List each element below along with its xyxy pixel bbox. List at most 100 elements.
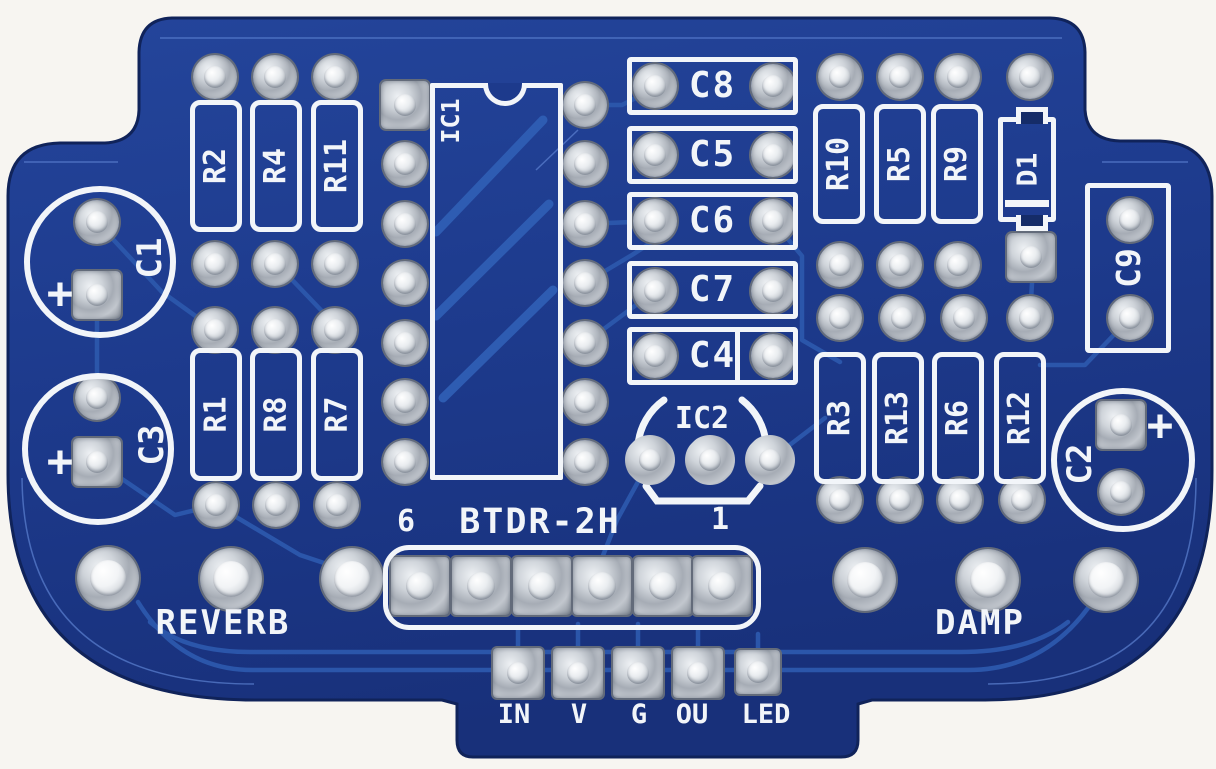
through-hole-pad — [383, 321, 427, 365]
pot-pad — [834, 549, 896, 611]
resistor-outline-r4: R4 — [250, 100, 302, 232]
diode-outline-d1: D1 — [998, 107, 1056, 231]
ic2-octagon-pad — [685, 435, 735, 485]
through-hole-pad — [818, 296, 862, 340]
through-hole-pad — [253, 55, 297, 99]
cap-label-c1: C1 — [130, 237, 170, 279]
resistor-outline-r12: R12 — [994, 352, 1046, 484]
through-hole-pad — [751, 199, 795, 243]
through-hole-pad — [1000, 478, 1044, 522]
pot-label-reverb: REVERB — [155, 603, 291, 643]
through-hole-pad — [878, 243, 922, 287]
pot-label-damp: DAMP — [935, 603, 1025, 643]
cap-label-c9: C9 — [1108, 248, 1148, 288]
through-hole-pad — [878, 55, 922, 99]
through-hole-pad — [563, 83, 607, 127]
through-hole-pad — [383, 202, 427, 246]
resistor-label: R7 — [319, 396, 354, 433]
c3-plus-mark: + — [46, 436, 74, 487]
pour-outline-lines — [21, 37, 1197, 685]
resistor-outline-r3: R3 — [814, 352, 866, 484]
ic2-octagon-pad — [745, 435, 795, 485]
cap-outline-c2 — [1051, 388, 1195, 532]
through-hole-pad — [313, 308, 357, 352]
through-hole-pad — [751, 133, 795, 177]
cap-label-c2: C2 — [1060, 443, 1100, 485]
through-hole-pad — [254, 483, 298, 527]
through-hole-pad — [936, 243, 980, 287]
io-pad-v — [553, 648, 603, 698]
resistor-outline-r6: R6 — [932, 352, 984, 484]
diode-band — [1005, 200, 1049, 207]
resistor-outline-r1: R1 — [190, 348, 242, 481]
cap-label: C8 — [688, 65, 737, 106]
cap-outline-c5: C5 — [627, 126, 798, 184]
module-square-pad — [634, 557, 692, 615]
through-hole-pad — [942, 296, 986, 340]
io-pad-led — [736, 650, 780, 694]
through-hole-pad — [315, 483, 359, 527]
module-label: BTDR-2H — [459, 502, 621, 542]
cap-outline-c3 — [22, 373, 174, 525]
through-hole-pad — [193, 55, 237, 99]
through-hole-pad — [633, 133, 677, 177]
c1-plus-mark: + — [46, 268, 74, 319]
io-pad-ou — [673, 648, 723, 698]
through-hole-pad — [880, 296, 924, 340]
module-outline — [383, 545, 761, 630]
through-hole-pad — [313, 242, 357, 286]
through-hole-pad — [818, 55, 862, 99]
module-square-pad — [513, 557, 571, 615]
through-hole-pad — [563, 380, 607, 424]
through-hole-pad — [633, 334, 677, 378]
through-hole-pad — [383, 261, 427, 305]
cap-label: C5 — [688, 134, 737, 175]
cap-outline-c7: C7 — [627, 261, 798, 319]
resistor-outline-r11: R11 — [311, 100, 363, 232]
pot-pad — [200, 548, 262, 610]
io-label-g: G — [630, 699, 648, 730]
ic2-octagon-pad — [625, 435, 675, 485]
pot-pad — [321, 548, 383, 610]
cap-outline-c8: C8 — [627, 57, 798, 115]
c2-plus-mark: + — [1146, 400, 1174, 451]
through-hole-pad — [563, 261, 607, 305]
resistor-outline-r9: R9 — [931, 104, 983, 224]
through-hole-pad — [878, 478, 922, 522]
through-hole-pad — [751, 269, 795, 313]
diode-cathode-square-pad — [1007, 233, 1055, 281]
cap-label: C7 — [688, 269, 737, 310]
through-hole-pad — [938, 478, 982, 522]
board-outline — [6, 16, 1214, 759]
through-hole-pad — [1108, 198, 1152, 242]
through-hole-pad — [193, 308, 237, 352]
io-label-led: LED — [741, 699, 791, 730]
through-hole-pad — [633, 64, 677, 108]
io-pad-in — [493, 648, 543, 698]
resistor-outline-r10: R10 — [813, 104, 865, 224]
module-square-pad — [573, 557, 631, 615]
ic2-label: IC2 — [674, 401, 730, 436]
resistor-outline-r13: R13 — [872, 352, 924, 484]
through-hole-pad — [563, 321, 607, 365]
cap-label: C6 — [688, 200, 737, 241]
resistor-label: R11 — [319, 138, 354, 194]
cap-outline-c6: C6 — [627, 192, 798, 250]
resistor-outline-r5: R5 — [874, 104, 926, 224]
diode-label: D1 — [1010, 152, 1043, 187]
through-hole-pad — [751, 334, 795, 378]
cap-outline-c9 — [1085, 183, 1171, 353]
through-hole-pad — [936, 55, 980, 99]
through-hole-pad — [633, 199, 677, 243]
through-hole-pad — [383, 380, 427, 424]
module-pin6-label: 6 — [396, 504, 416, 539]
through-hole-pad — [1108, 296, 1152, 340]
through-hole-pad — [818, 243, 862, 287]
through-hole-pad — [1008, 55, 1052, 99]
through-hole-pad — [563, 202, 607, 246]
cap-label-c3: C3 — [132, 424, 172, 466]
cap-outline-c4: C4 — [627, 327, 798, 385]
copper-traces-wide — [431, 115, 558, 403]
through-hole-pad — [313, 55, 357, 99]
pot-pad — [1075, 549, 1137, 611]
